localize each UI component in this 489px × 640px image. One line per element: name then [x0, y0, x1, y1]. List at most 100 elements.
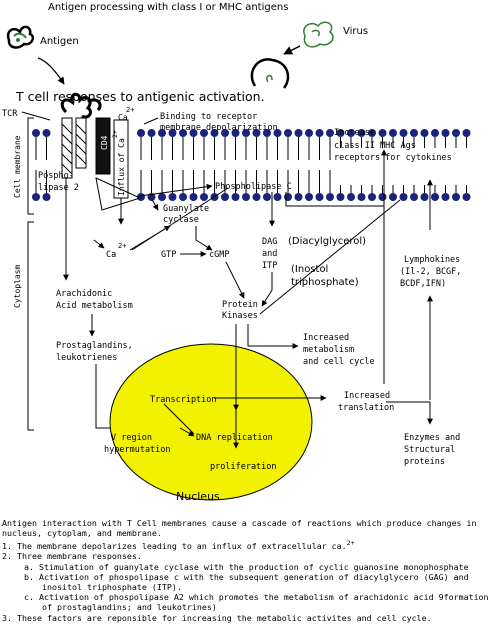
lymphokines-label-3: BCDF,IFN)	[400, 279, 446, 289]
caption-item-3: 3. These factors are reponsible for incr…	[2, 612, 432, 623]
lipid-head	[347, 129, 355, 137]
lipid-head	[399, 129, 408, 137]
lipid-bilayer	[32, 129, 471, 201]
dna-replication-label: DNA replication	[196, 433, 273, 443]
enzymes-label-1: Enzymes and	[404, 433, 460, 443]
increased-transl-label-2: translation	[338, 403, 394, 413]
cd4-receptor-icon	[95, 117, 111, 175]
lipid-head	[452, 129, 460, 137]
caption-item-1-sup: 2+	[346, 539, 355, 548]
lipid-head	[242, 129, 250, 137]
subtitle: T cell responses to antigenic activation…	[15, 89, 265, 104]
dag-label-2: and	[262, 249, 277, 259]
inostol-label-1: (Inostol	[291, 264, 328, 275]
cgmp-label: cGMP	[209, 250, 229, 260]
lipid-head	[231, 129, 240, 137]
to-phospholipase-c-arrow	[139, 183, 213, 197]
lipid-head	[210, 129, 219, 137]
lipid-head	[252, 129, 261, 137]
lipid-head	[189, 129, 198, 137]
phospholipase-c-label: Phospholipase C	[215, 182, 292, 192]
caption-intro-1: Antigen interaction with T Cell membrane…	[2, 518, 477, 528]
lipid-head	[242, 193, 250, 201]
tcr-pointer	[21, 111, 51, 121]
protein-kinases-label-2: Kinases	[222, 311, 258, 321]
guanylate-label-2: cyclase	[163, 215, 199, 225]
guanylate-to-cgmp-arrow	[195, 226, 213, 251]
lipid-head	[231, 193, 240, 201]
increase-label-3: receptors for cytokines	[334, 153, 452, 163]
caption-item-2b-2: inositol triphosphate (ITP).	[42, 581, 182, 592]
lipid-head	[357, 129, 366, 137]
cgmp-to-kinases-arrow	[225, 261, 245, 299]
lymphokines-label-1: Lymphokines	[404, 255, 460, 265]
lipid-head	[158, 129, 166, 137]
increase-label-1: Increase	[334, 128, 375, 138]
lipid-head	[368, 129, 376, 137]
to-ca-mid-arrow	[93, 239, 105, 249]
protein-kinases-label-1: Protein	[222, 300, 258, 310]
lipid-head	[315, 193, 324, 201]
lipid-head	[368, 193, 376, 201]
lipid-head	[179, 193, 187, 201]
ca-to-plc-line	[131, 187, 229, 251]
lipid-head	[168, 129, 177, 137]
lipid-head	[441, 129, 450, 137]
lipid-head	[431, 193, 439, 201]
increased-metab-label-3: and cell cycle	[303, 357, 375, 367]
lipid-head	[200, 129, 208, 137]
cd4-label: CD4	[100, 135, 109, 150]
lipid-head	[294, 129, 303, 137]
lipid-head	[200, 193, 208, 201]
cell-membrane-bracket	[27, 117, 34, 215]
caption-item-2: 2. Three membrane responses.	[2, 551, 142, 562]
lipid-head	[326, 193, 334, 201]
caption-item-2c-1: c. Activation of phospolipase A2 which p…	[24, 592, 489, 603]
binding-label-1: Binding to receptor	[160, 112, 257, 122]
lipid-head	[315, 129, 324, 137]
dag-label-1: DAG	[262, 237, 277, 247]
prosta-to-dna-arrow	[179, 427, 195, 437]
tcr-receptor-icon	[60, 92, 102, 179]
lipid-head	[137, 193, 145, 201]
lipid-head	[336, 193, 345, 201]
tcr-label: TCR	[2, 109, 18, 119]
lipid-head	[441, 193, 450, 201]
cytoplasm-label: Cytoplasm	[13, 264, 22, 308]
inostol-label-2: triphosphate)	[291, 277, 359, 288]
lipid-head	[42, 193, 51, 201]
lipid-head	[32, 129, 40, 137]
prostaglandins-label-1: Prostaglandins,	[56, 341, 133, 351]
lipid-head	[284, 193, 292, 201]
enzymes-label-3: proteins	[404, 457, 445, 467]
lipid-head	[273, 129, 282, 137]
increased-metab-label-2: metabolism	[303, 345, 354, 355]
antigen-arrow	[37, 57, 65, 85]
arachidonic-label-2: Acid metabolism	[56, 301, 133, 311]
increased-transl-label-1: Increased	[344, 391, 390, 401]
nucleus-label: Nucleus	[176, 490, 220, 503]
plc-right-line	[285, 192, 385, 384]
caption-intro-2: nucleus, cytoplam, and membrane.	[2, 528, 162, 539]
nucleus-shape	[109, 343, 313, 501]
antigen-label: Antigen	[40, 36, 79, 47]
caption-text: Antigen interaction with T Cell membrane…	[2, 518, 489, 623]
caption-item-2a: a. Stimulation of guanylate cyclase with…	[24, 561, 469, 572]
binding-pointer	[143, 117, 159, 125]
lipid-head	[326, 129, 334, 137]
virus-vesicle-icon	[250, 58, 290, 89]
lipid-head	[462, 129, 471, 137]
cell-membrane-label: Cell membrane	[13, 135, 22, 198]
lipid-head	[179, 129, 187, 137]
lipid-head	[137, 129, 145, 137]
lipid-head	[158, 193, 166, 201]
lipid-head	[420, 129, 429, 137]
lipid-head	[389, 129, 397, 137]
dag-label-3: ITP	[262, 261, 277, 271]
arachidonic-label-1: Arachidonic	[56, 289, 112, 299]
phospholipase2-label-2: lipase 2	[38, 183, 79, 193]
lipid-head	[147, 129, 156, 137]
prostaglandins-label-2: leukotrienes	[56, 353, 117, 363]
lipid-head	[263, 129, 271, 137]
phospholipase2-label-1: Pospho-	[38, 171, 74, 181]
